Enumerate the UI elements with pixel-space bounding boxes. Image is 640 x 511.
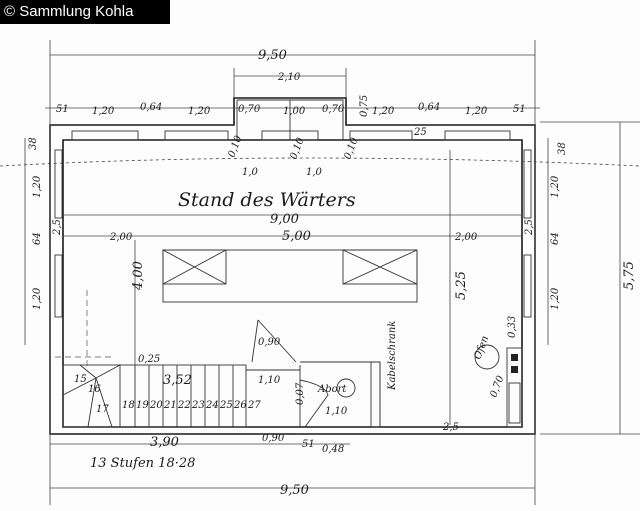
dim-bottom-door: 0,90 xyxy=(262,433,285,444)
dim-right-70: 0,70 xyxy=(488,374,506,399)
dimension-label: 20 xyxy=(149,400,163,411)
dim-left-side: 38 1,20 64 1,20 2,5 xyxy=(28,137,63,310)
dimension-label: 27 xyxy=(247,400,261,411)
dimension-label: 15 xyxy=(74,374,87,385)
dim-wc-side: 0,07 xyxy=(295,382,306,405)
dim-inner-right: 2,00 xyxy=(454,232,478,243)
dim-bay-width: 2,10 xyxy=(277,72,301,83)
stair-step-numbers: 15 16 17 18 19 20 21 22 23 24 25 26 27 xyxy=(74,374,261,415)
dim-right-33: 0,33 xyxy=(507,316,518,338)
windows xyxy=(54,130,532,318)
dimension-label: 38 xyxy=(28,137,39,150)
dimension-label: 1,00 xyxy=(283,106,306,117)
dimension-label: 1,20 xyxy=(188,106,211,117)
dim-wc-depth: 1,10 xyxy=(325,406,348,417)
dimension-label: 51 xyxy=(56,104,69,115)
dim-inner-mid: 5,00 xyxy=(282,229,311,244)
dim-total-width-top: 9,50 xyxy=(258,48,287,63)
dimension-label: 2,5 xyxy=(524,219,535,236)
dim-total-width-bottom: 9,50 xyxy=(280,483,309,498)
wc-label: Abort xyxy=(317,384,347,395)
dimension-label: 0,64 xyxy=(140,102,162,113)
dimension-label: 16 xyxy=(88,384,101,395)
dim-door-2: 1,0 xyxy=(306,167,323,178)
dim-bottom-048: 0,48 xyxy=(322,444,344,455)
dimension-label: 1,20 xyxy=(32,175,43,198)
dimension-label: 1,20 xyxy=(32,287,43,310)
dim-inner-width: 9,00 xyxy=(270,212,299,227)
cabinet-label: Kabelschrank xyxy=(387,321,398,391)
dimension-label: 17 xyxy=(96,404,109,415)
dimension-label: 0,64 xyxy=(418,102,440,113)
staircase xyxy=(55,290,523,428)
dimension-label: 21 xyxy=(163,400,177,411)
dimension-label: 1,20 xyxy=(550,175,561,198)
dim-bottom-25: 2,5 xyxy=(442,422,459,433)
dimension-label: 1,20 xyxy=(372,106,395,117)
dim-stair-gap: 0,25 xyxy=(138,354,160,365)
dim-inner-left: 2,00 xyxy=(109,232,133,243)
dimension-label: 0,70 xyxy=(322,104,345,115)
dim-height-total: 5,75 xyxy=(622,261,637,290)
dimension-label: 64 xyxy=(32,232,43,245)
dim-bottom-left: 3,90 xyxy=(150,435,179,450)
dimension-label: 1,20 xyxy=(550,287,561,310)
dimension-label: 26 xyxy=(233,400,247,411)
dim-height-inner: 5,25 xyxy=(454,271,469,300)
dimension-label: 24 xyxy=(205,400,219,411)
dimension-label: 25 xyxy=(219,400,233,411)
dimension-label: 2,5 xyxy=(52,219,63,236)
dimension-label: 0,70 xyxy=(238,104,261,115)
dimension-lines xyxy=(0,40,640,505)
dim-door-swing: 0,90 xyxy=(258,337,281,348)
stairs-note: 13 Stufen 18·28 xyxy=(90,456,195,471)
dimension-label: 51 xyxy=(513,104,526,115)
dimension-label: 22 xyxy=(177,400,191,411)
dim-stair-length: 3,52 xyxy=(163,373,192,388)
dimension-label: 23 xyxy=(191,400,205,411)
stove-label: Ofen xyxy=(472,334,491,361)
dimension-label: 19 xyxy=(136,400,149,411)
dim-bottom-51: 51 xyxy=(302,439,315,450)
dim-landing: 1,10 xyxy=(258,375,281,386)
dim-pier: 0,10 xyxy=(226,134,244,159)
dimension-label: 64 xyxy=(550,232,561,245)
dimension-label: 18 xyxy=(122,400,135,411)
dim-wall-25: 25 xyxy=(413,127,427,138)
dim-bay-depth: 0,75 xyxy=(359,95,370,117)
dim-top-row: 51 1,20 0,64 1,20 0,70 1,00 0,70 1,20 0,… xyxy=(56,102,526,117)
dim-depth-left: 4,00 xyxy=(131,261,146,291)
dimension-label: 38 xyxy=(557,142,568,155)
dimension-label: 1,20 xyxy=(465,106,488,117)
room-label: Stand des Wärters xyxy=(178,189,356,211)
control-console xyxy=(162,249,418,303)
dim-right-side: 38 1,20 64 1,20 2,5 xyxy=(524,142,568,310)
copyright-credit: © Sammlung Kohla xyxy=(0,0,170,24)
dimension-label: 1,20 xyxy=(92,106,115,117)
dim-door-1: 1,0 xyxy=(242,167,259,178)
